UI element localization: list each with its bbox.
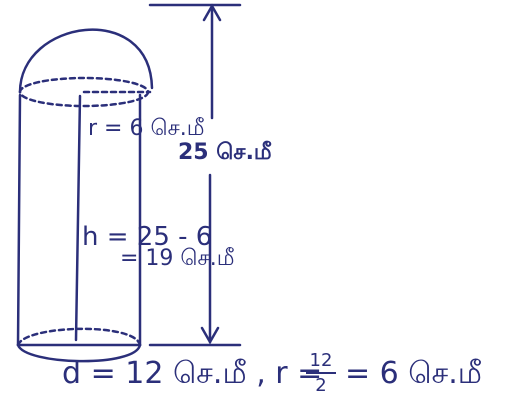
bottom-formula-suffix: = 6 செ.மீ	[345, 356, 483, 391]
arrowhead-top	[202, 3, 222, 22]
cylinder-left-side	[16, 93, 22, 347]
height-result-label: = 19 செ.மீ	[120, 246, 235, 271]
arrowhead-bottom	[200, 326, 220, 345]
center-axis-line	[74, 94, 82, 342]
fraction-numerator: 12	[309, 350, 333, 371]
fraction-denominator: 2	[315, 375, 327, 396]
bottom-ellipse-dashed	[16, 327, 142, 347]
fraction-bar	[306, 372, 336, 374]
height-calc-label: h = 25 - 6	[82, 222, 213, 252]
radius-label: r = 6 செ.மீ	[88, 116, 205, 141]
hemisphere-arc	[18, 28, 154, 94]
bottom-formula-prefix: d = 12 செ.மீ , r =	[62, 356, 323, 391]
radius-fraction: 12 2	[306, 350, 336, 396]
total-height-label: 25 செ.மீ	[178, 140, 272, 165]
bottom-ellipse-solid	[16, 343, 142, 363]
